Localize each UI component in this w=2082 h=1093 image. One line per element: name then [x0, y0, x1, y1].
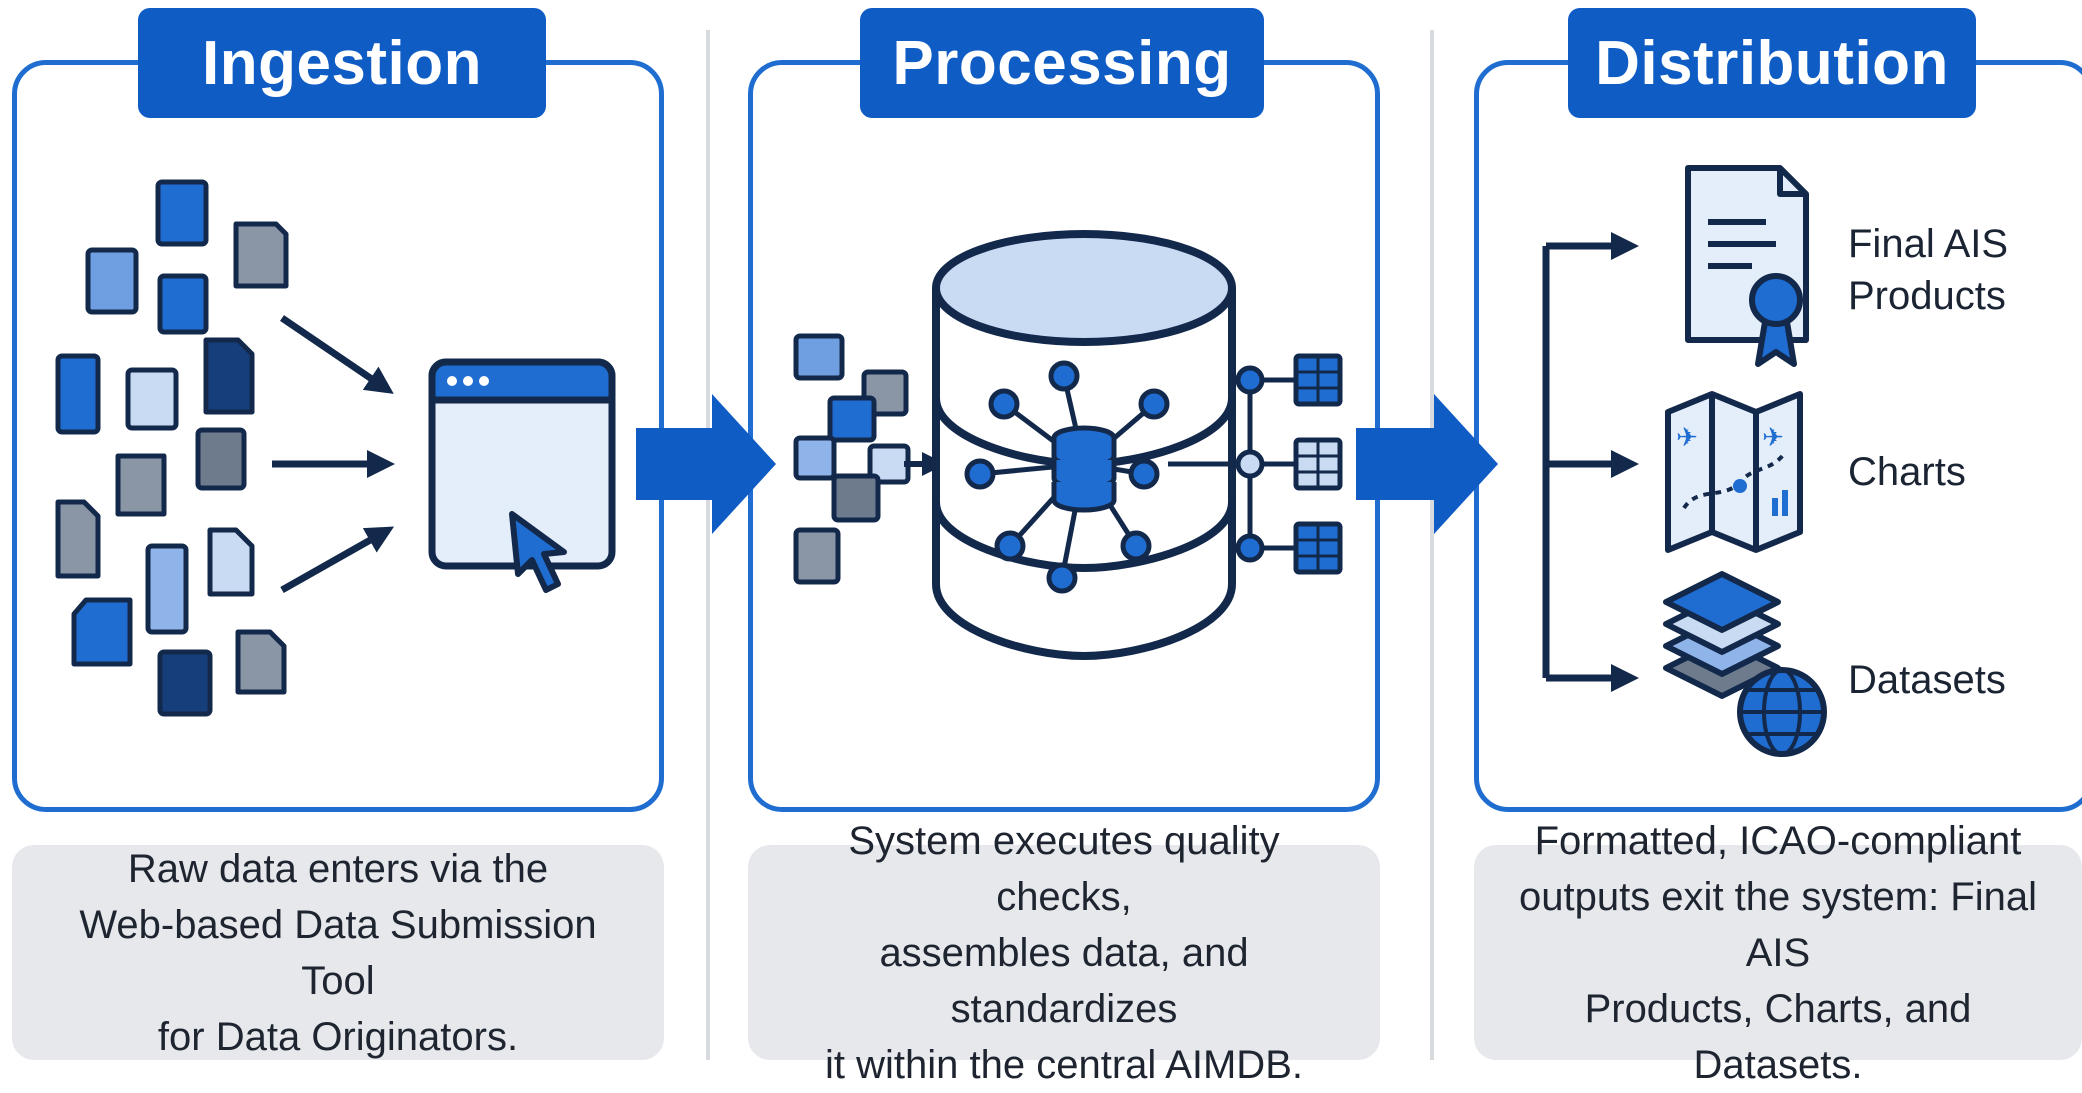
caption-line: Web-based Data Submission Tool	[79, 902, 597, 1003]
incoming-data-icon	[793, 333, 911, 585]
distribution-branch-arrows	[1542, 232, 1639, 692]
aeronautical-chart-map-icon: ✈ ✈	[1665, 391, 1803, 553]
output-label-charts: Charts	[1848, 446, 1966, 498]
ingestion-arrows	[272, 315, 395, 594]
caption-line: assembles data, and standardizes	[879, 930, 1249, 1031]
workflow-diagram: Ingestion Processing Distribution Raw da…	[12, 8, 2082, 1087]
output-label-line: Products	[1848, 274, 2006, 318]
distribution-caption: Formatted, ICAO-compliant outputs exit t…	[1474, 819, 2082, 1087]
divider-2	[1430, 30, 1434, 1060]
output-label-line: Charts	[1848, 450, 1966, 494]
certificate-document-icon	[1685, 165, 1809, 367]
output-label-final-ais-products: Final AIS Products	[1848, 218, 2008, 322]
caption-line: System executes quality checks,	[848, 818, 1280, 919]
layered-dataset-globe-icon	[1663, 571, 1827, 757]
svg-text:✈: ✈	[1762, 423, 1784, 453]
data-hub-network-icon	[964, 360, 1170, 594]
divider-1	[706, 30, 710, 1060]
tab-distribution: Distribution	[1568, 8, 1976, 118]
caption-line: Raw data enters via the	[127, 846, 549, 891]
flow-arrow-icon	[1356, 394, 1498, 534]
cursor-pointer-icon	[509, 511, 567, 593]
output-label-datasets: Datasets	[1848, 654, 2006, 706]
caption-line: for Data Originators.	[157, 1014, 519, 1059]
ingestion-caption: Raw data enters via the Web-based Data S…	[12, 845, 664, 1060]
output-label-line: Final AIS	[1848, 222, 2009, 266]
tab-processing: Processing	[860, 8, 1264, 118]
flow-arrow-icon	[636, 394, 776, 534]
caption-line: outputs exit the system: Final AIS	[1518, 874, 2037, 975]
output-label-line: Datasets	[1848, 658, 2006, 702]
svg-text:✈: ✈	[1676, 423, 1698, 453]
caption-line: Formatted, ICAO-compliant	[1534, 818, 2022, 863]
raw-documents-icon	[55, 179, 289, 717]
diagram-graphics: ✈ ✈	[55, 165, 1827, 757]
structured-tables-icon	[1168, 353, 1343, 575]
tab-ingestion: Ingestion	[138, 8, 546, 118]
